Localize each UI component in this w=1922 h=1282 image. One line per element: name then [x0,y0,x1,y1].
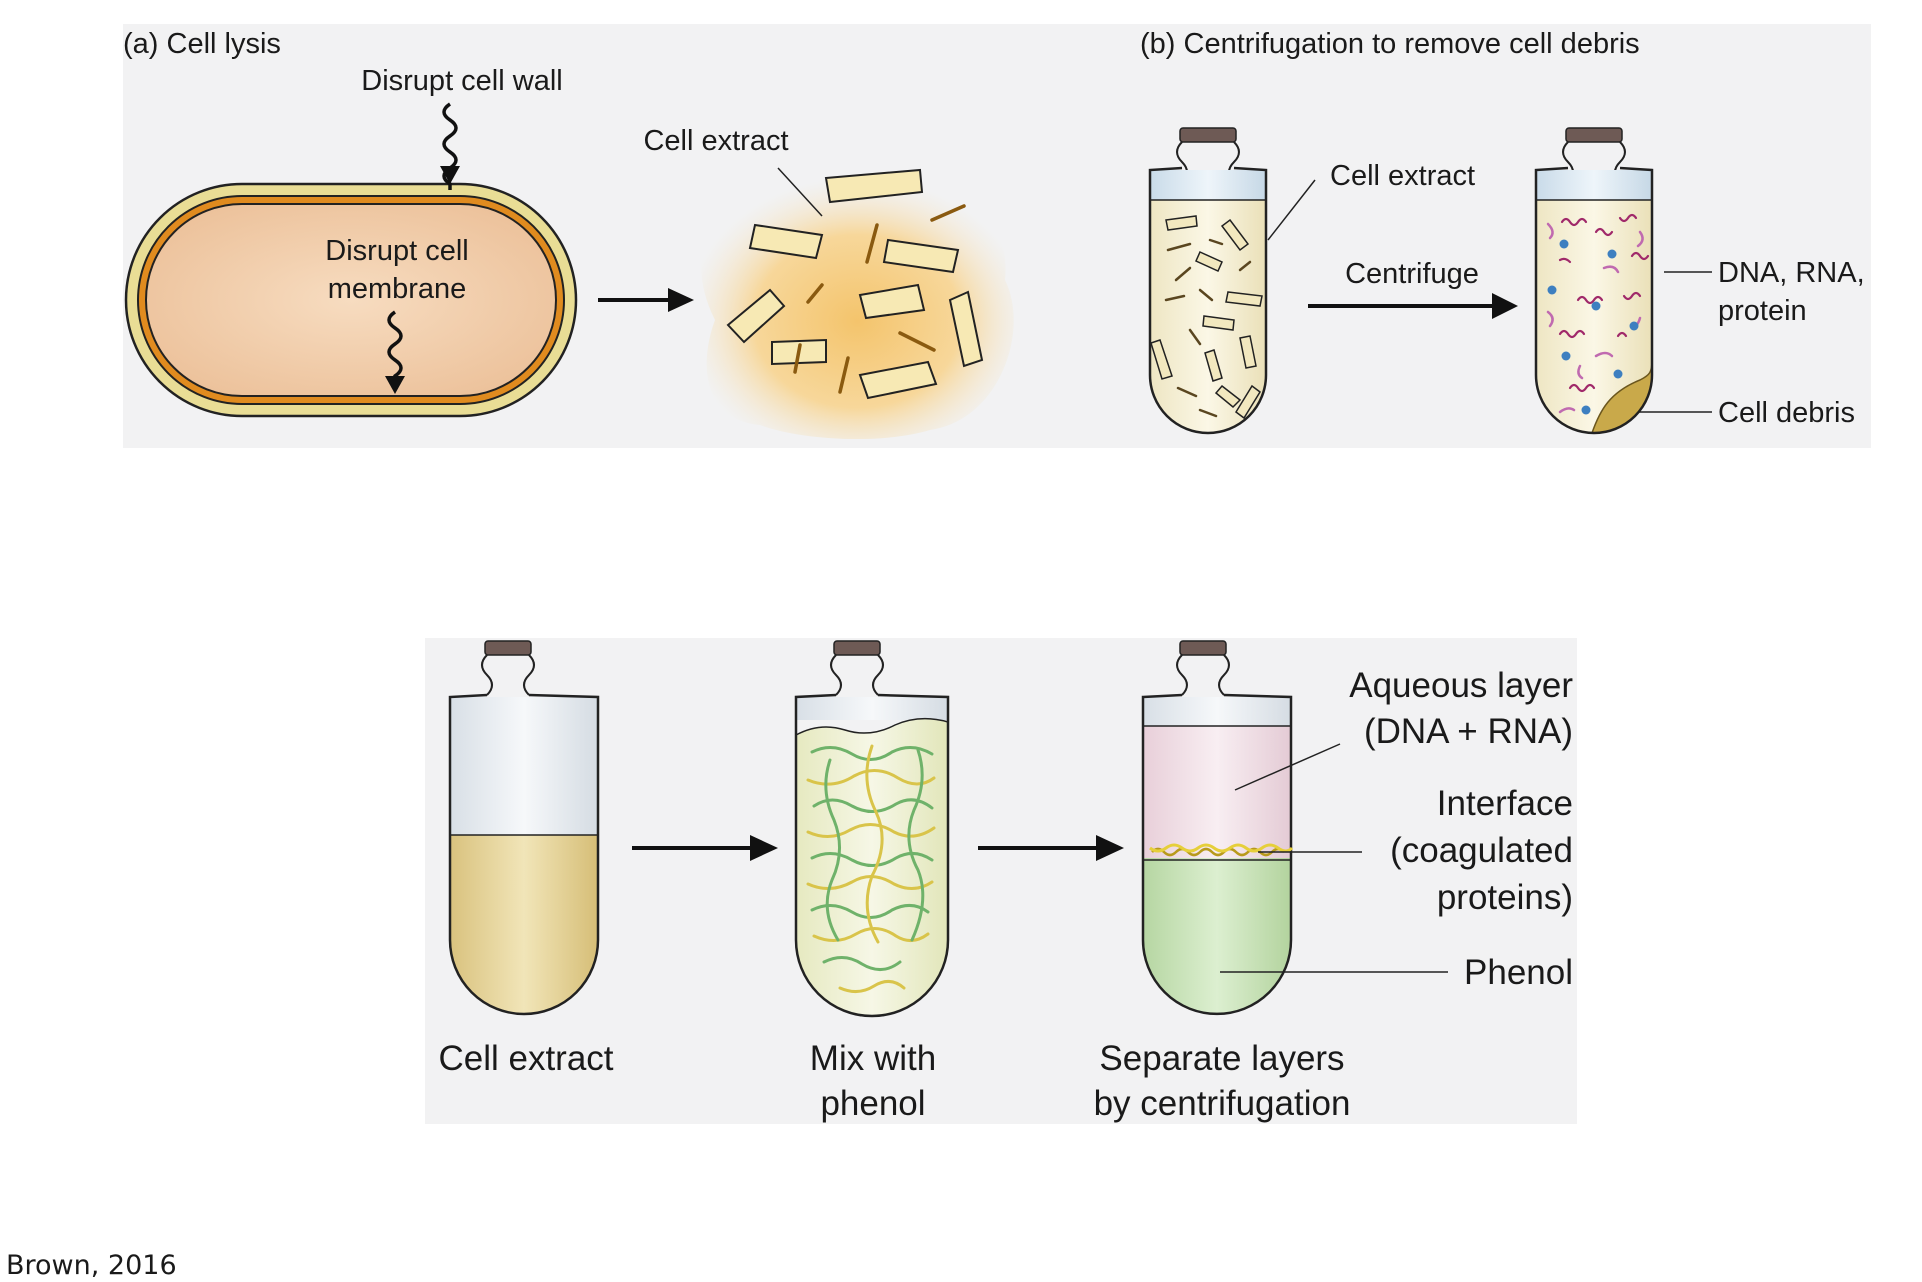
source-credit: Brown, 2016 [6,1250,177,1281]
tube-c-cell-extract [448,640,600,1016]
cell-extract-label-a: Cell extract [643,125,788,157]
caption-cell-extract: Cell extract [438,1039,613,1078]
tube-centrifuged [1534,127,1654,435]
phenol-label: Phenol [1464,953,1573,992]
centrifuge-label: Centrifuge [1345,258,1479,290]
caption-separate-1: Separate layers [1099,1039,1344,1078]
arrow-centrifuge [1308,293,1518,319]
aqueous-leader [1234,743,1341,791]
cell-extract-label-b: Cell extract [1330,160,1475,192]
cell-extract-blob [701,168,1014,440]
disrupt-wall-label: Disrupt cell wall [361,65,562,97]
bacterium-cell [124,182,578,418]
dna-label-1: DNA, RNA, [1718,257,1865,289]
disrupt-membrane-label-1: Disrupt cell [325,235,468,267]
arrow-lysis [598,288,694,312]
caption-mix-1: Mix with [810,1039,936,1078]
disrupt-membrane-label-2: membrane [328,273,467,305]
panel-c-background [425,638,1577,1124]
cell-extract-leader-a [777,167,823,217]
membrane-squiggle-arrow [385,310,405,394]
panel-b-title: (b) Centrifugation to remove cell debris [1140,28,1640,60]
caption-separate-2: by centrifugation [1094,1084,1351,1123]
arrow-separate [978,835,1124,861]
tube-c-separated [1141,640,1294,1016]
arrow-mix [632,835,778,861]
cell-extract-leader-b [1267,179,1316,241]
wall-squiggle-arrow [440,102,460,190]
aqueous-label-1: Aqueous layer [1349,666,1573,705]
interface-label-2: (coagulated [1390,831,1573,870]
dna-label-2: protein [1718,295,1807,327]
panel-a-title: (a) Cell lysis [123,28,281,60]
interface-label-3: proteins) [1437,878,1573,917]
tube-cell-extract [1148,127,1268,435]
caption-mix-2: phenol [820,1084,925,1123]
debris-label: Cell debris [1718,397,1855,429]
interface-label-1: Interface [1437,784,1573,823]
tube-c-mix-phenol [794,640,950,1018]
aqueous-label-2: (DNA + RNA) [1364,712,1573,751]
